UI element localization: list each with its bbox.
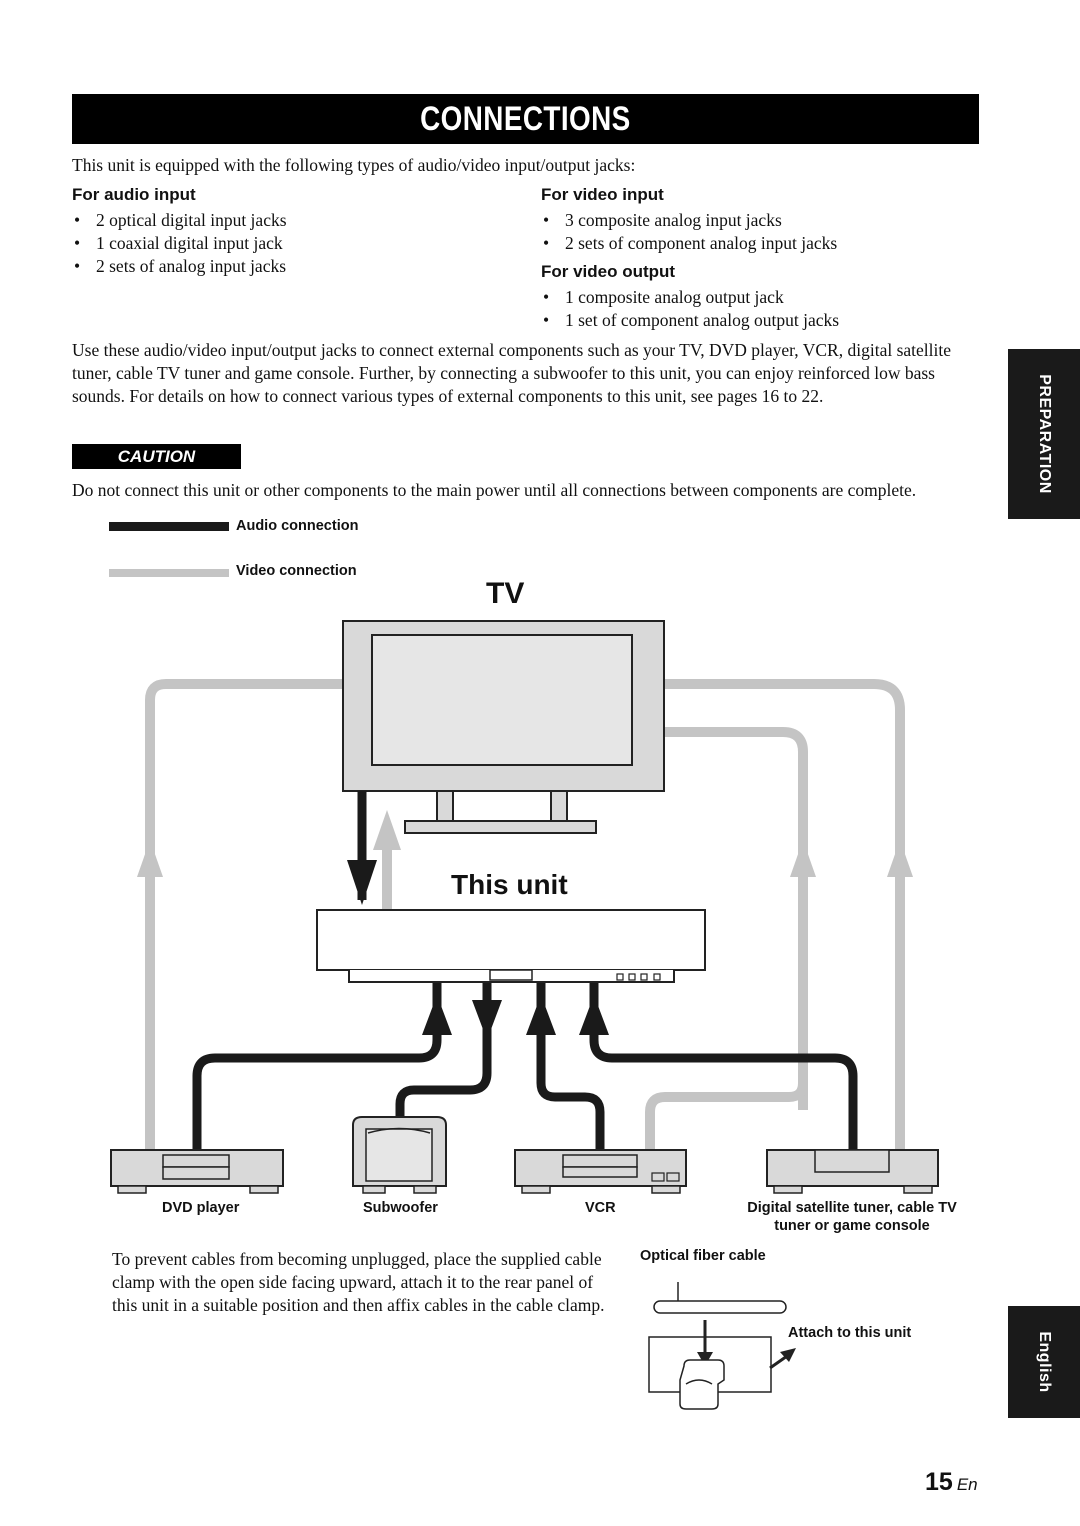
- optical-cable-label: Optical fiber cable: [640, 1248, 766, 1264]
- video-output-list: 1 composite analog output jack 1 set of …: [541, 286, 971, 332]
- tv-icon: [342, 620, 665, 834]
- audio-arrows: [347, 860, 609, 1040]
- page-title-text: CONNECTIONS: [420, 99, 631, 138]
- video-cable-tuner: [664, 679, 905, 1150]
- subwoofer-label: Subwoofer: [363, 1200, 438, 1216]
- tab-english: English: [1008, 1306, 1080, 1418]
- dvd-player-icon: [110, 1149, 284, 1194]
- audio-cable-tuner: [589, 982, 858, 1150]
- list-item: 2 sets of component analog input jacks: [541, 232, 971, 255]
- usage-paragraph: Use these audio/video input/output jacks…: [72, 340, 951, 406]
- attach-label: Attach to this unit: [788, 1325, 912, 1341]
- audio-input-list: 2 optical digital input jacks 1 coaxial …: [72, 209, 492, 278]
- unit-label: This unit: [451, 869, 568, 900]
- legend-audio-swatch: [109, 522, 229, 531]
- clamp-instructions: To prevent cables from becoming unplugge…: [112, 1249, 605, 1315]
- list-item: 1 coaxial digital input jack: [72, 232, 492, 255]
- legend-video-label: Video connection: [236, 563, 357, 579]
- down-arrow-icon: [697, 1352, 713, 1366]
- tv-label: TV: [486, 577, 525, 610]
- audio-cable-vcr: [536, 982, 605, 1150]
- attach-arrow-icon: [780, 1348, 796, 1362]
- list-item: 1 set of component analog output jacks: [541, 309, 971, 332]
- tab-preparation: PREPARATION: [1008, 349, 1080, 519]
- clamp-icon: [679, 1359, 725, 1410]
- tuner-label-line1: Digital satellite tuner, cable TV: [747, 1200, 957, 1216]
- legend-video-swatch: [109, 569, 229, 577]
- video-cables: [145, 679, 905, 1150]
- list-item: 3 composite analog input jacks: [541, 209, 971, 232]
- audio-cable-dvd: [192, 982, 442, 1150]
- intro-text: This unit is equipped with the following…: [72, 155, 636, 175]
- vcr-icon: [514, 1149, 687, 1194]
- video-cable-dvd: [145, 679, 345, 1150]
- video-input-list: 3 composite analog input jacks 2 sets of…: [541, 209, 971, 255]
- audio-input-heading: For audio input: [72, 185, 196, 204]
- cable-clamp-illustration: [648, 1282, 796, 1410]
- video-input-heading: For video input: [541, 185, 664, 204]
- legend-audio-label: Audio connection: [236, 518, 359, 534]
- video-output-heading: For video output: [541, 262, 676, 281]
- video-arrows: [137, 810, 913, 877]
- page-title: CONNECTIONS: [72, 94, 979, 144]
- list-item: 2 sets of analog input jacks: [72, 255, 492, 278]
- list-item: 1 composite analog output jack: [541, 286, 971, 309]
- page-lang-suffix: En: [956, 1475, 978, 1494]
- list-item: 2 optical digital input jacks: [72, 209, 492, 232]
- tuner-icon: [766, 1149, 939, 1194]
- caution-badge: CAUTION: [72, 444, 241, 469]
- vcr-label: VCR: [585, 1200, 616, 1216]
- tuner-label-line2: tuner or game console: [774, 1218, 930, 1234]
- caution-text: Do not connect this unit or other compon…: [72, 480, 917, 500]
- audio-cable-subwoofer: [395, 982, 492, 1117]
- audio-cables: [192, 791, 858, 1150]
- dvd-player-label: DVD player: [162, 1200, 240, 1216]
- subwoofer-icon: [352, 1116, 447, 1194]
- video-cable-vcr: [664, 727, 808, 1110]
- page-number-value: 15: [925, 1468, 953, 1496]
- unit-icon: [316, 909, 706, 983]
- optical-cable-icon: [653, 1300, 787, 1314]
